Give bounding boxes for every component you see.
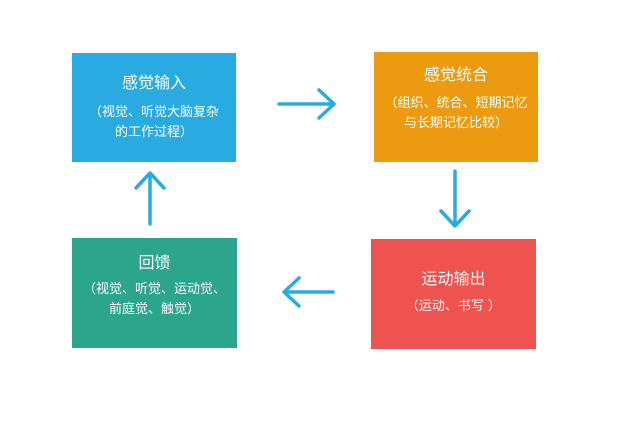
node-motor-output: 运动输出 （运动、书写 ） <box>371 239 536 349</box>
node-feedback-desc: （视觉、听觉、运动觉、前庭觉、触觉） <box>82 282 226 317</box>
node-sense-input-desc: （视觉、听觉大脑复杂的工作过程） <box>88 105 219 140</box>
node-sense-integration-desc: （组织、统合、短期记忆与长期记忆比较） <box>384 96 528 131</box>
node-sense-input-title: 感觉输入 <box>121 73 186 92</box>
node-sense-integration-title: 感觉统合 <box>423 65 488 84</box>
node-motor-output-title: 运动输出 <box>421 269 486 288</box>
node-feedback: 回馈 （视觉、听觉、运动觉、前庭觉、触觉） <box>72 238 237 348</box>
node-sense-input: 感觉输入 （视觉、听觉大脑复杂的工作过程） <box>72 53 236 162</box>
node-sense-integration: 感觉统合 （组织、统合、短期记忆与长期记忆比较） <box>374 52 538 162</box>
node-motor-output-desc: （运动、书写 ） <box>405 299 502 314</box>
arrow-up-icon <box>134 171 166 226</box>
node-feedback-title: 回馈 <box>138 253 171 272</box>
arrow-left-icon <box>282 276 335 308</box>
arrow-down-icon <box>439 169 471 228</box>
arrow-right-icon <box>277 88 336 120</box>
